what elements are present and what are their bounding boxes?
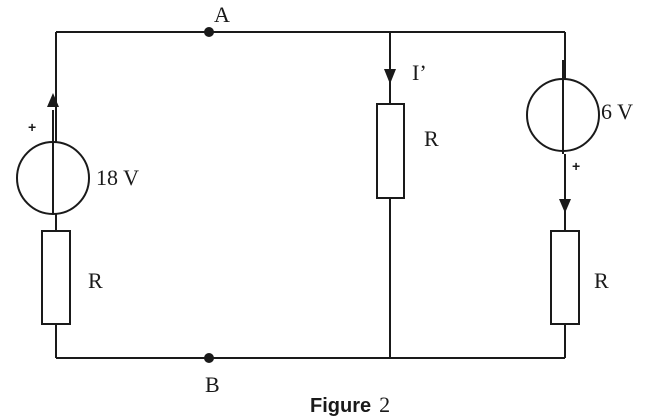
right-resistor [550,230,580,325]
left-resistor [41,230,71,325]
right-source-polarity: + [572,158,580,174]
right-source-label: 6 V [601,99,633,124]
left-resistor-label: R [88,268,103,293]
left-source-polarity: + [28,119,36,135]
node-b-dot [204,353,214,363]
left-source-arrow-icon [47,93,59,107]
current-label: I’ [412,60,427,85]
current-arrow-icon [384,69,396,84]
caption-word: Figure [310,395,371,417]
caption-number: 2 [379,392,390,417]
node-a-label: A [214,2,230,27]
middle-resistor-label: R [424,126,439,151]
right-source-arrow-icon [559,199,571,213]
figure-caption: Figure 2 [310,392,390,417]
node-b-label: B [205,372,220,397]
right-resistor-label: R [594,268,609,293]
middle-resistor [376,103,405,199]
left-source-label: 18 V [96,165,139,190]
node-a-dot [204,27,214,37]
